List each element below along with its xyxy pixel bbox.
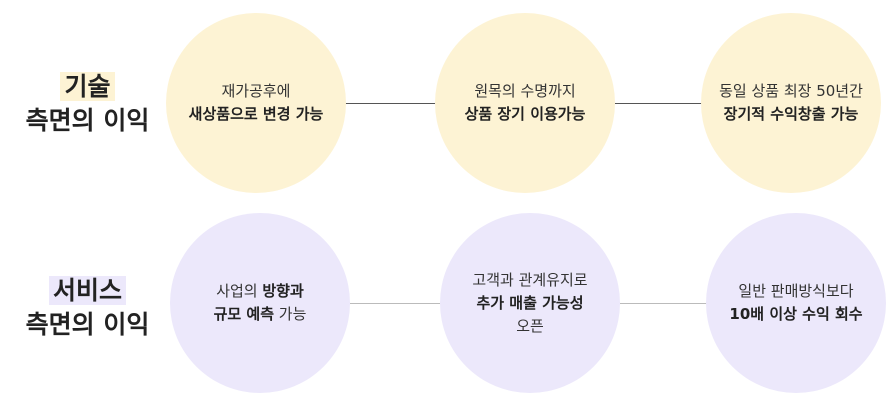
service-benefit-circle-2: 고객과 관계유지로 추가 매출 가능성 오픈 bbox=[440, 213, 620, 393]
service-title-rest: 측면의 이익 bbox=[25, 310, 150, 339]
benefit-highlight: 규모 예측 bbox=[213, 305, 275, 323]
tech-benefit-circle-3: 동일 상품 최장 50년간 장기적 수익창출 가능 bbox=[701, 13, 881, 193]
benefit-highlight: 방향과 bbox=[262, 282, 304, 300]
tech-title-rest: 측면의 이익 bbox=[25, 106, 150, 135]
benefit-text: 재가공후에 bbox=[221, 82, 291, 100]
benefit-text: 일반 판매방식보다 bbox=[738, 282, 854, 300]
benefit-highlight: 상품 장기 이용가능 bbox=[464, 105, 586, 123]
service-benefit-circle-3: 일반 판매방식보다 10배 이상 수익 회수 bbox=[706, 213, 886, 393]
service-title-highlight: 서비스 bbox=[48, 276, 126, 305]
connector-line bbox=[620, 303, 710, 304]
benefit-highlight: 새상품으로 변경 가능 bbox=[188, 105, 324, 123]
connector-line bbox=[615, 103, 705, 104]
tech-title-highlight: 기술 bbox=[60, 72, 115, 101]
connector-line bbox=[350, 303, 440, 304]
benefit-highlight: 10배 이상 수익 회수 bbox=[729, 305, 863, 323]
benefit-text: 동일 상품 최장 50년간 bbox=[719, 82, 863, 100]
service-benefit-circle-1: 사업의 방향과 규모 예측 가능 bbox=[170, 213, 350, 393]
benefit-text: 가능 bbox=[274, 305, 307, 323]
service-benefits-title: 서비스 측면의 이익 bbox=[0, 274, 175, 342]
benefit-text: 오픈 bbox=[516, 316, 544, 335]
tech-benefits-title: 기술 측면의 이익 bbox=[0, 70, 175, 138]
benefit-text: 사업의 bbox=[216, 282, 263, 300]
benefit-text: 고객과 관계유지로 bbox=[472, 270, 588, 289]
benefit-highlight: 장기적 수익창출 가능 bbox=[723, 105, 859, 123]
tech-benefit-circle-2: 원목의 수명까지 상품 장기 이용가능 bbox=[435, 13, 615, 193]
benefit-text: 원목의 수명까지 bbox=[474, 82, 576, 100]
benefit-highlight: 추가 매출 가능성 bbox=[476, 293, 584, 312]
connector-line bbox=[345, 103, 435, 104]
tech-benefit-circle-1: 재가공후에 새상품으로 변경 가능 bbox=[166, 13, 346, 193]
